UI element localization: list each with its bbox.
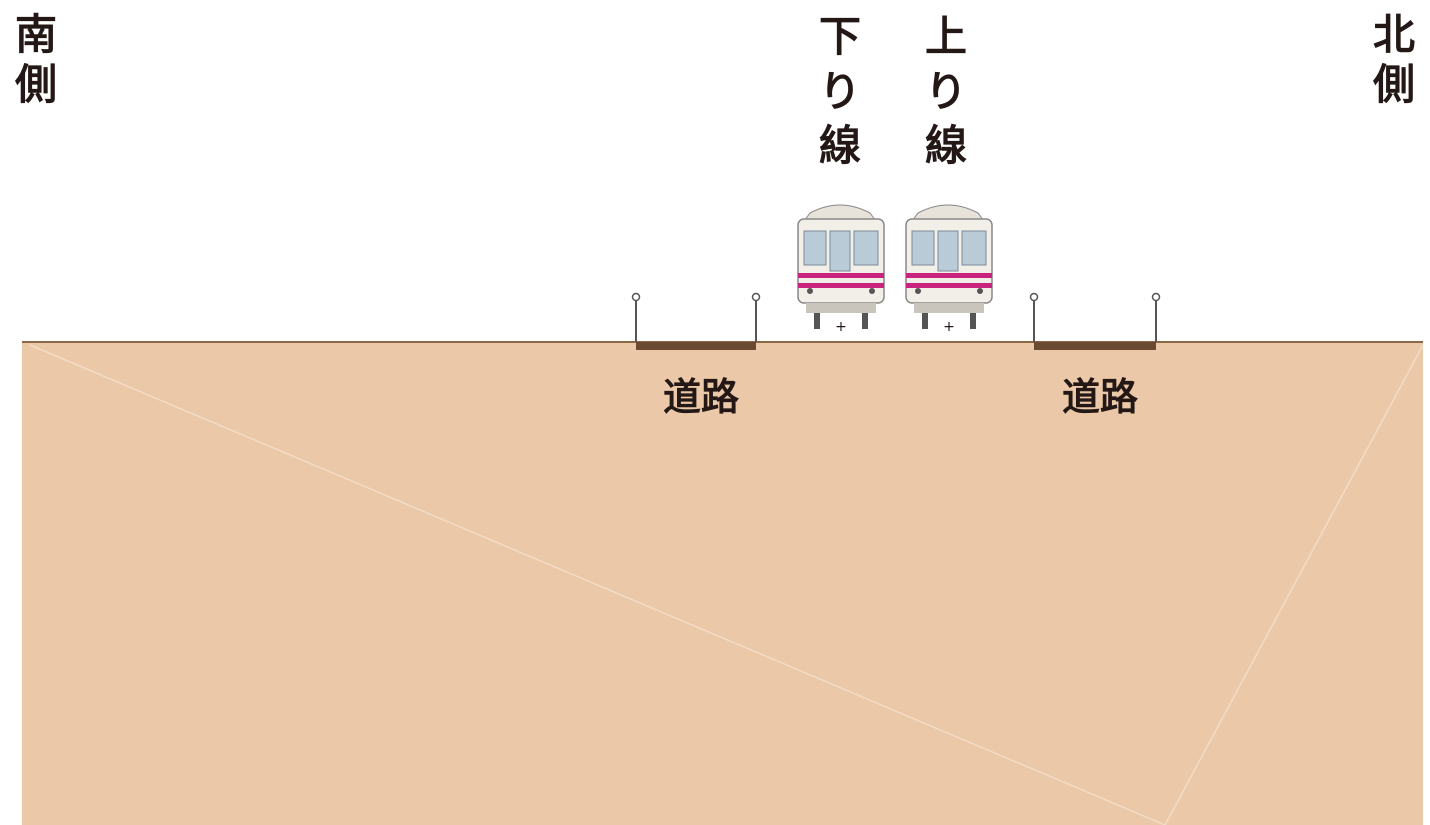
- label-char: 側: [1372, 59, 1415, 109]
- train-up-line: +: [905, 204, 993, 335]
- ground: [22, 342, 1423, 825]
- ground-diagonal-line: [29, 344, 1166, 825]
- south-road-label: 道路: [663, 375, 740, 419]
- north-road: [1029, 292, 1161, 350]
- label-char: 側: [14, 59, 57, 109]
- up-line-label: 上り線: [916, 10, 976, 174]
- south-road: [631, 292, 761, 350]
- label-char: 上: [924, 12, 967, 61]
- down-line-label: 下り線: [810, 10, 870, 174]
- svg-text:+: +: [943, 319, 955, 335]
- label-char: り: [924, 66, 967, 116]
- label-char: 北: [1372, 10, 1415, 59]
- ground-diagonal-line: [1164, 344, 1424, 825]
- label-char: 線: [924, 121, 967, 171]
- label-char: 線: [818, 121, 861, 171]
- train-down-line: +: [797, 204, 885, 335]
- south-side-label: 南側: [10, 10, 62, 109]
- north-road-label: 道路: [1062, 375, 1139, 419]
- svg-text:+: +: [835, 319, 847, 335]
- label-char: 南: [14, 10, 57, 59]
- north-side-label: 北側: [1368, 10, 1420, 109]
- label-char: り: [818, 66, 861, 116]
- label-char: 下: [818, 12, 861, 61]
